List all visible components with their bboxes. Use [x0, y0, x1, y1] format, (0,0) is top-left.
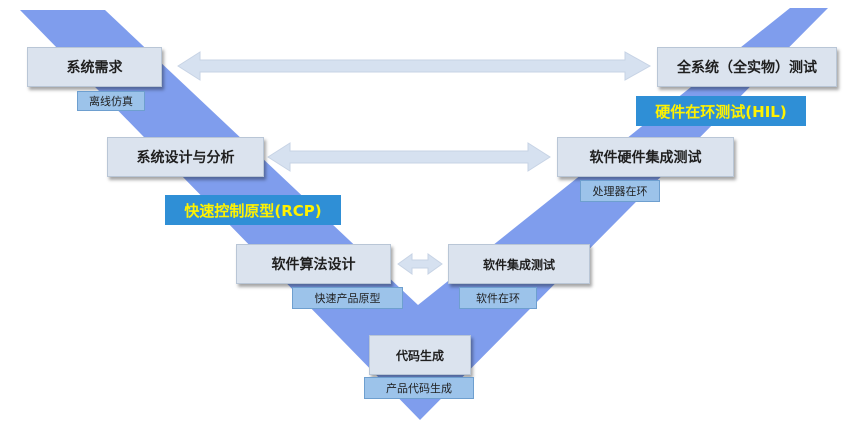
processor-in-loop-tag: 处理器在环: [580, 180, 660, 202]
system-design-label: 系统设计与分析: [136, 150, 235, 166]
offline-simulation-tag: 离线仿真: [77, 91, 145, 111]
arrow-design-to-integration-test: [267, 142, 551, 172]
software-algorithm-box: 软件算法设计: [236, 244, 391, 284]
full-system-test-box: 全系统（全实物）测试: [657, 47, 837, 87]
hil-highlight-label: 硬件在环测试(HIL): [655, 102, 787, 121]
product-code-generation-label: 产品代码生成: [386, 382, 452, 395]
system-requirements-box: 系统需求: [27, 47, 162, 87]
rapid-product-prototype-tag: 快速产品原型: [292, 287, 403, 309]
system-design-box: 系统设计与分析: [107, 137, 264, 177]
software-in-loop-tag: 软件在环: [459, 287, 537, 309]
arrow-algorithm-to-software-test: [397, 253, 443, 275]
offline-simulation-label: 离线仿真: [89, 95, 133, 108]
software-in-loop-label: 软件在环: [476, 292, 520, 305]
full-system-test-label: 全系统（全实物）测试: [677, 60, 817, 76]
software-integration-test-label: 软件集成测试: [482, 257, 555, 272]
software-algorithm-label: 软件算法设计: [271, 257, 356, 273]
product-code-generation-tag: 产品代码生成: [364, 377, 474, 399]
hil-highlight: 硬件在环测试(HIL): [636, 96, 806, 126]
code-generation-box: 代码生成: [369, 335, 471, 375]
rapid-product-prototype-label: 快速产品原型: [314, 292, 381, 305]
rcp-highlight: 快速控制原型(RCP): [165, 195, 341, 225]
system-requirements-label: 系统需求: [66, 60, 123, 76]
code-generation-label: 代码生成: [395, 348, 444, 363]
sw-hw-integration-test-box: 软件硬件集成测试: [557, 137, 734, 177]
rcp-highlight-label: 快速控制原型(RCP): [184, 201, 322, 220]
arrow-requirements-to-full-test: [177, 51, 652, 81]
software-integration-test-box: 软件集成测试: [448, 244, 590, 284]
sw-hw-integration-test-label: 软件硬件集成测试: [589, 150, 702, 166]
processor-in-loop-label: 处理器在环: [592, 185, 648, 198]
